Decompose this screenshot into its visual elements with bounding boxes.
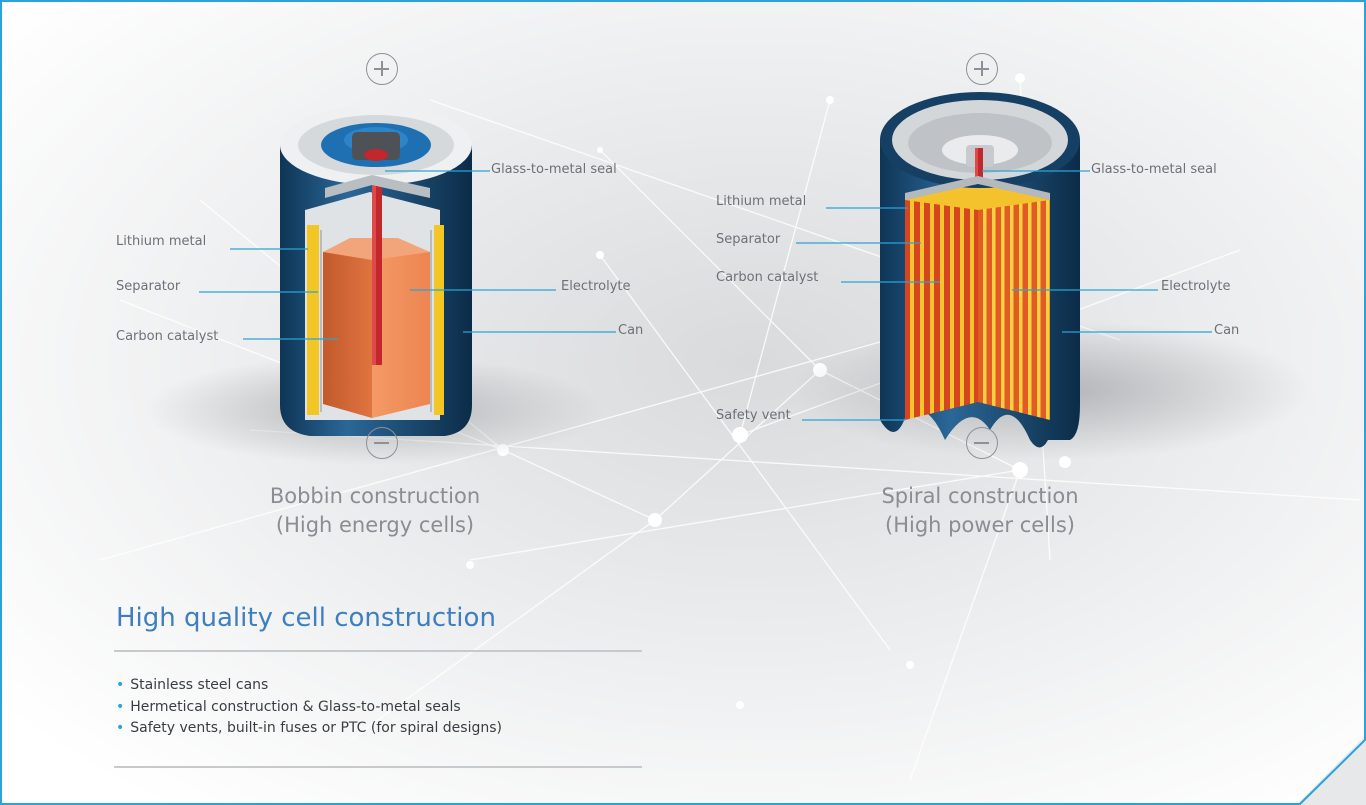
bobbin-label-can: Can bbox=[618, 323, 644, 338]
bobbin-caption-line-1: Bobbin construction bbox=[269, 484, 481, 508]
spiral-negative-terminal-icon bbox=[966, 427, 998, 459]
spiral-cell-illustration bbox=[880, 92, 1080, 448]
spiral-label-vent: Safety vent bbox=[716, 408, 791, 423]
feature-item: • Safety vents, built-in fuses or PTC (fo… bbox=[116, 718, 502, 740]
bobbin-label-seal: Glass-to-metal seal bbox=[491, 162, 617, 177]
spiral-label-carbon: Carbon catalyst bbox=[716, 270, 819, 285]
bobbin-cell-illustration bbox=[280, 105, 472, 436]
bobbin-caption: Bobbin construction (High energy cells) bbox=[240, 482, 510, 540]
section-rule-top bbox=[114, 650, 642, 652]
feature-item: • Hermetical construction & Glass-to-meta… bbox=[116, 697, 502, 719]
feature-text: Stainless steel cans bbox=[130, 677, 269, 693]
bobbin-positive-terminal-icon bbox=[366, 53, 398, 85]
bullet-icon: • bbox=[116, 698, 125, 715]
feature-item: • Stainless steel cans bbox=[116, 675, 502, 697]
section-title: High quality cell construction bbox=[116, 603, 496, 633]
bullet-icon: • bbox=[116, 720, 125, 736]
feature-text: Safety vents, built-in fuses or PTC (for… bbox=[130, 720, 502, 736]
feature-text: Hermetical construction & Glass-to-metal… bbox=[130, 698, 461, 715]
corner-fold bbox=[1296, 735, 1366, 805]
spiral-positive-terminal-icon bbox=[966, 53, 998, 85]
feature-list: • Stainless steel cans • Hermetical constr… bbox=[116, 675, 502, 740]
bobbin-label-lithium: Lithium metal bbox=[116, 234, 207, 249]
spiral-caption: Spiral construction (High power cells) bbox=[845, 482, 1115, 540]
spiral-caption-line-1: Spiral construction bbox=[881, 484, 1079, 508]
spiral-label-lithium: Lithium metal bbox=[716, 194, 807, 209]
bobbin-label-separator: Separator bbox=[116, 279, 181, 294]
spiral-label-electrolyte: Electrolyte bbox=[1161, 279, 1231, 294]
bobbin-negative-terminal-icon bbox=[366, 427, 398, 459]
spiral-caption-line-2: (High power cells) bbox=[885, 513, 1075, 537]
bobbin-label-carbon: Carbon catalyst bbox=[116, 329, 219, 344]
spiral-label-seal: Glass-to-metal seal bbox=[1091, 162, 1217, 177]
bobbin-caption-line-2: (High energy cells) bbox=[275, 513, 475, 537]
bullet-icon: • bbox=[116, 677, 125, 693]
bobbin-label-electrolyte: Electrolyte bbox=[561, 279, 631, 294]
callout-lines bbox=[199, 170, 1212, 421]
section-rule-bottom bbox=[114, 766, 642, 768]
spiral-label-separator: Separator bbox=[716, 232, 781, 247]
spiral-label-can: Can bbox=[1214, 323, 1240, 338]
